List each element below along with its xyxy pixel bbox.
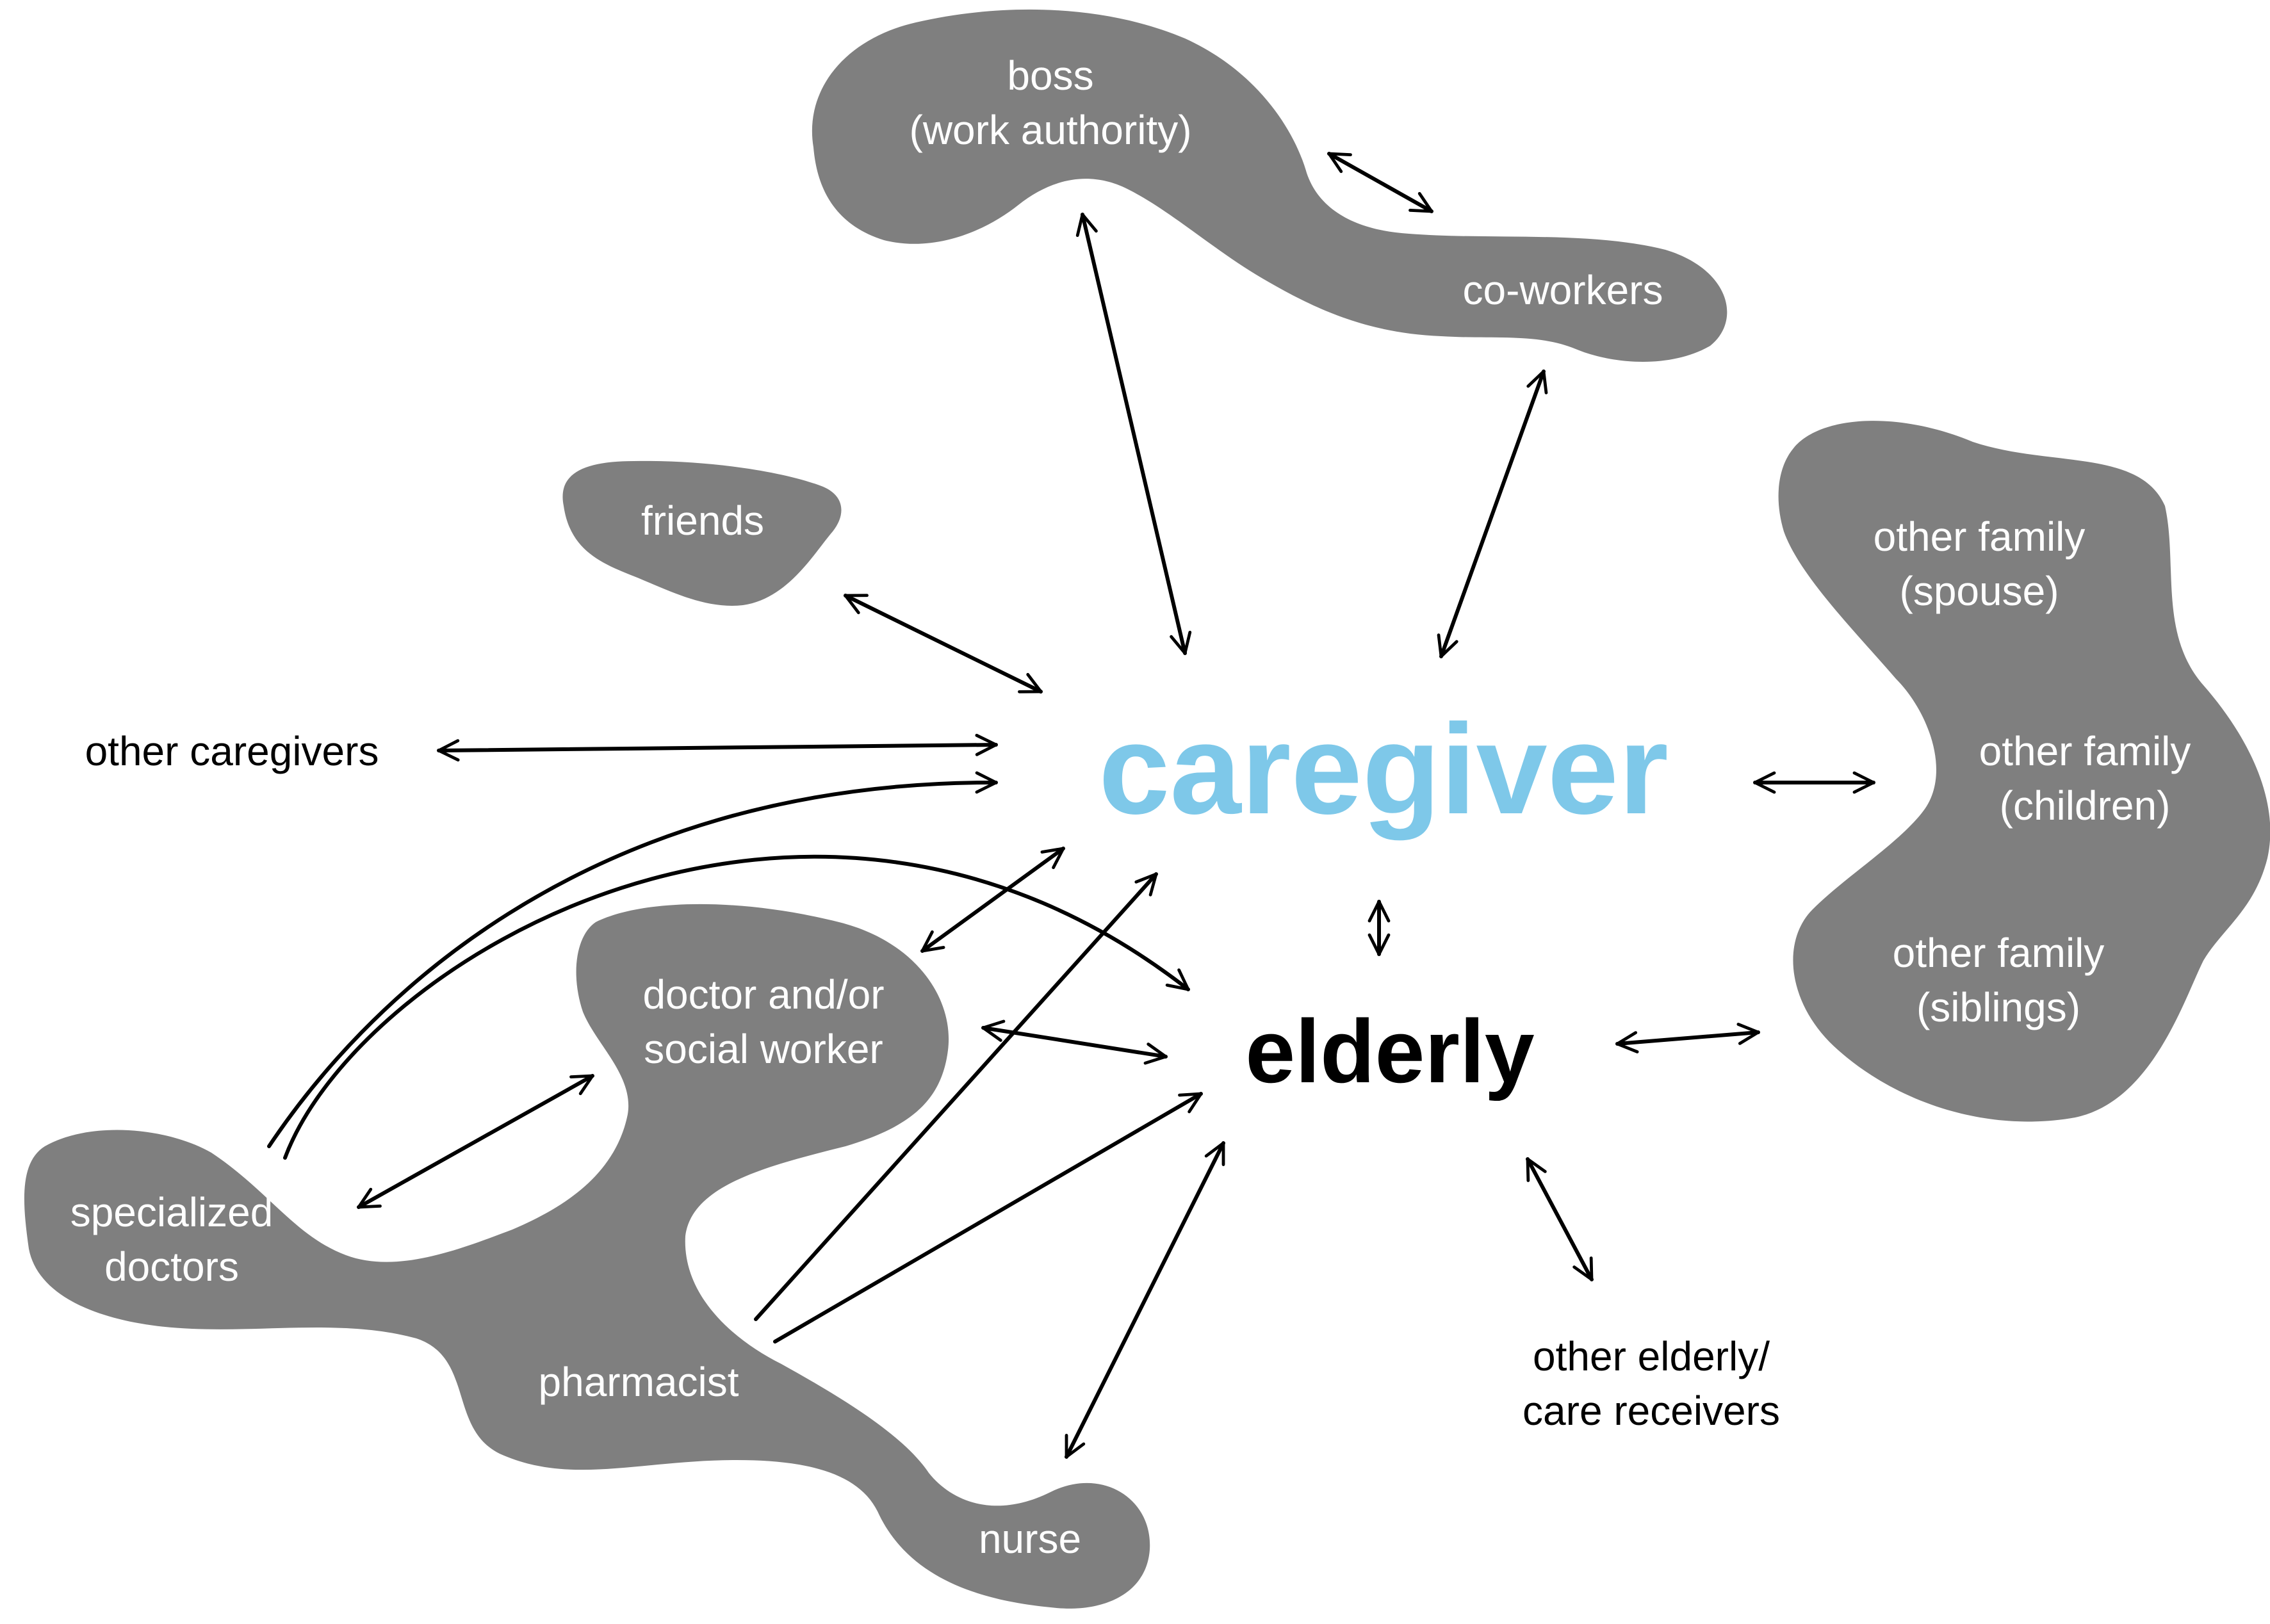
- arrow-boss-coworkers: [1327, 152, 1433, 213]
- arrow-elderly-otherelderly: [1526, 1157, 1594, 1281]
- arrow-othercaregivers-caregiver: [437, 733, 998, 762]
- other-elderly-label-sub: care receivers: [1523, 1388, 1780, 1434]
- caregiver-node: caregiver: [1098, 698, 1669, 841]
- family-siblings-label: other family: [1893, 930, 2105, 976]
- arrow-specialized-caregiver: [267, 771, 998, 1148]
- family-children-label: other family: [1979, 728, 2191, 774]
- arrow-pharmacist-elderly: [773, 1092, 1203, 1344]
- arrow-specialized-doctor: [357, 1074, 594, 1209]
- doctor-label: doctor and/or: [642, 971, 884, 1018]
- nurse-label: nurse: [979, 1516, 1081, 1562]
- arrow-doctor-caregiver: [920, 847, 1065, 953]
- elderly-node: elderly: [1245, 1001, 1535, 1101]
- arrow-elderly-family: [1615, 1023, 1760, 1053]
- relationship-arrows: [267, 152, 1875, 1459]
- family-spouse-label: other family: [1874, 514, 2086, 560]
- arrow-friends-caregiver: [844, 594, 1043, 694]
- specialized-doctors-label-sub: doctors: [104, 1244, 239, 1290]
- family-spouse-label-sub: (spouse): [1900, 568, 2059, 614]
- boss-label: boss: [1007, 53, 1093, 99]
- specialized-doctors-label: specialized: [70, 1189, 274, 1235]
- pharmacist-label: pharmacist: [539, 1359, 739, 1405]
- family-blob: [1778, 421, 2270, 1122]
- arrow-boss-caregiver: [1075, 213, 1192, 655]
- arrow-pharmacist-caregiver: [754, 872, 1158, 1321]
- family-siblings-label-sub: (siblings): [1916, 984, 2080, 1030]
- boss-label-sub: (work authority): [910, 107, 1192, 153]
- family-children-label-sub: (children): [2000, 783, 2171, 829]
- friends-blob: [562, 460, 842, 606]
- arrow-doctor-elderly: [981, 1019, 1168, 1065]
- arrow-specialized-elderly: [283, 854, 1190, 1160]
- other-elderly-label: other elderly/: [1533, 1333, 1770, 1379]
- other-caregivers-label: other caregivers: [85, 728, 379, 774]
- medical-group-blob: [24, 904, 1150, 1609]
- arrow-coworkers-caregiver: [1437, 369, 1548, 658]
- coworkers-label: co-workers: [1463, 267, 1663, 313]
- arrow-nurse-elderly: [1065, 1141, 1225, 1459]
- work-group-blob: [812, 9, 1727, 362]
- doctor-label-sub: social worker: [644, 1026, 883, 1072]
- friends-label: friends: [641, 498, 764, 544]
